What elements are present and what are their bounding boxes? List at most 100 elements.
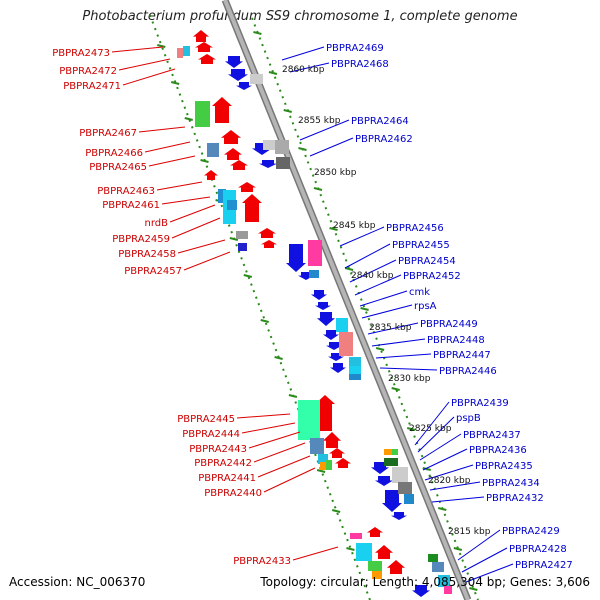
right-label-leader (429, 481, 481, 491)
gene-box (263, 140, 275, 150)
forward-gene-arrow (238, 182, 256, 192)
right-gene-label[interactable]: PBPRA2462 (355, 134, 413, 145)
right-gene-label[interactable]: PBPRA2469 (326, 43, 384, 54)
left-gene-label[interactable]: PBPRA2465 (89, 162, 147, 173)
left-gene-label[interactable]: PBPRA2444 (182, 429, 240, 440)
gene-box (195, 101, 210, 127)
backbone (223, 0, 470, 600)
left-gene-label[interactable]: PBPRA2458 (118, 249, 176, 260)
right-gene-label[interactable]: PBPRA2434 (482, 478, 540, 489)
left-gene-label[interactable]: PBPRA2472 (59, 66, 117, 77)
left-gene-label[interactable]: PBPRA2471 (63, 81, 121, 92)
left-label-leader (156, 181, 203, 191)
right-label-leader (457, 529, 501, 561)
right-track-tick (422, 467, 431, 471)
scale-tick-label: 2835 kbp (369, 323, 412, 333)
right-gene-label[interactable]: PBPRA2432 (486, 493, 544, 504)
right-gene-label[interactable]: cmk (409, 287, 430, 298)
right-label-leader (375, 353, 432, 359)
right-label-leader (424, 464, 474, 481)
right-gene-label[interactable]: PBPRA2435 (475, 461, 533, 472)
gene-box (298, 400, 320, 440)
right-label-leader (361, 304, 413, 319)
left-track-tick (200, 159, 209, 163)
gene-box (349, 357, 361, 367)
right-gene-label[interactable]: PBPRA2446 (439, 366, 497, 377)
forward-gene-arrow (323, 432, 341, 448)
reverse-gene-arrow (228, 69, 248, 81)
left-gene-label[interactable]: PBPRA2433 (233, 556, 291, 567)
right-label-leader (367, 322, 419, 335)
gene-box (218, 189, 226, 203)
right-track-tick (329, 227, 338, 231)
forward-gene-arrow (367, 527, 383, 537)
left-gene-label[interactable]: PBPRA2445 (177, 414, 235, 425)
left-gene-label[interactable]: PBPRA2442 (194, 458, 252, 469)
gene-box (438, 575, 450, 587)
forward-gene-arrow (329, 448, 345, 458)
forward-gene-arrow (258, 228, 276, 238)
gene-box (177, 48, 183, 58)
left-track-tick (170, 81, 180, 85)
right-label-leader (349, 259, 397, 283)
gene-box (368, 561, 382, 571)
right-gene-label[interactable]: PBPRA2449 (420, 319, 478, 330)
right-gene-label[interactable]: PBPRA2436 (469, 445, 527, 456)
gene-box (310, 438, 324, 454)
scale-tick-label: 2860 kbp (282, 65, 325, 75)
left-track-tick (260, 319, 269, 323)
feature-layer (177, 30, 452, 597)
gene-box (339, 332, 353, 356)
left-gene-label[interactable]: PBPRA2441 (198, 473, 256, 484)
right-gene-label[interactable]: PBPRA2455 (392, 240, 450, 251)
left-gene-label[interactable]: PBPRA2457 (124, 266, 182, 277)
right-gene-label[interactable]: PBPRA2454 (398, 256, 456, 267)
left-label-leader (248, 431, 301, 449)
left-track-tick (243, 274, 253, 278)
left-gene-label[interactable]: PBPRA2459 (112, 234, 170, 245)
left-gene-label[interactable]: PBPRA2461 (102, 200, 160, 211)
left-label-leader (236, 413, 291, 419)
right-gene-label[interactable]: PBPRA2437 (463, 430, 521, 441)
forward-gene-arrow (193, 30, 209, 42)
forward-gene-arrow (221, 130, 241, 144)
right-gene-label[interactable]: PBPRA2456 (386, 223, 444, 234)
right-gene-label[interactable]: PBPRA2448 (427, 335, 485, 346)
right-gene-label[interactable]: PBPRA2447 (433, 350, 491, 361)
left-gene-label[interactable]: PBPRA2463 (97, 186, 155, 197)
left-label-leader (292, 546, 339, 561)
left-label-leader (169, 204, 216, 223)
right-gene-label[interactable]: PBPRA2468 (331, 59, 389, 70)
left-gene-label[interactable]: nrdB (145, 218, 169, 229)
gene-box (398, 482, 412, 494)
reverse-gene-arrow (323, 330, 339, 340)
left-gene-label[interactable]: PBPRA2466 (85, 148, 143, 159)
right-track-tick (268, 71, 278, 75)
reverse-gene-arrow (315, 302, 331, 310)
left-track-tick (274, 356, 283, 360)
right-gene-label[interactable]: pspB (456, 413, 481, 424)
right-gene-label[interactable]: PBPRA2427 (515, 560, 573, 571)
right-label-leader (359, 290, 408, 307)
left-label-leader (148, 155, 196, 167)
right-gene-label[interactable]: rpsA (414, 301, 437, 312)
scale-tick-label: 2840 kbp (351, 271, 394, 281)
right-gene-label[interactable]: PBPRA2452 (403, 271, 461, 282)
left-gene-label[interactable]: PBPRA2467 (79, 128, 137, 139)
gene-box (384, 458, 398, 466)
left-gene-label[interactable]: PBPRA2440 (204, 488, 262, 499)
left-label-leader (161, 196, 211, 205)
left-gene-label[interactable]: PBPRA2443 (189, 444, 247, 455)
left-scale-track (149, 14, 371, 600)
gene-box (349, 366, 361, 374)
reverse-gene-arrow (382, 490, 402, 512)
reverse-gene-arrow (317, 312, 335, 326)
right-label-leader (414, 401, 450, 446)
right-gene-label[interactable]: PBPRA2428 (509, 544, 567, 555)
right-gene-label[interactable]: PBPRA2429 (502, 526, 560, 537)
right-track-tick (438, 507, 447, 511)
left-gene-label[interactable]: PBPRA2473 (52, 48, 110, 59)
right-gene-label[interactable]: PBPRA2439 (451, 398, 509, 409)
right-gene-label[interactable]: PBPRA2464 (351, 116, 409, 127)
